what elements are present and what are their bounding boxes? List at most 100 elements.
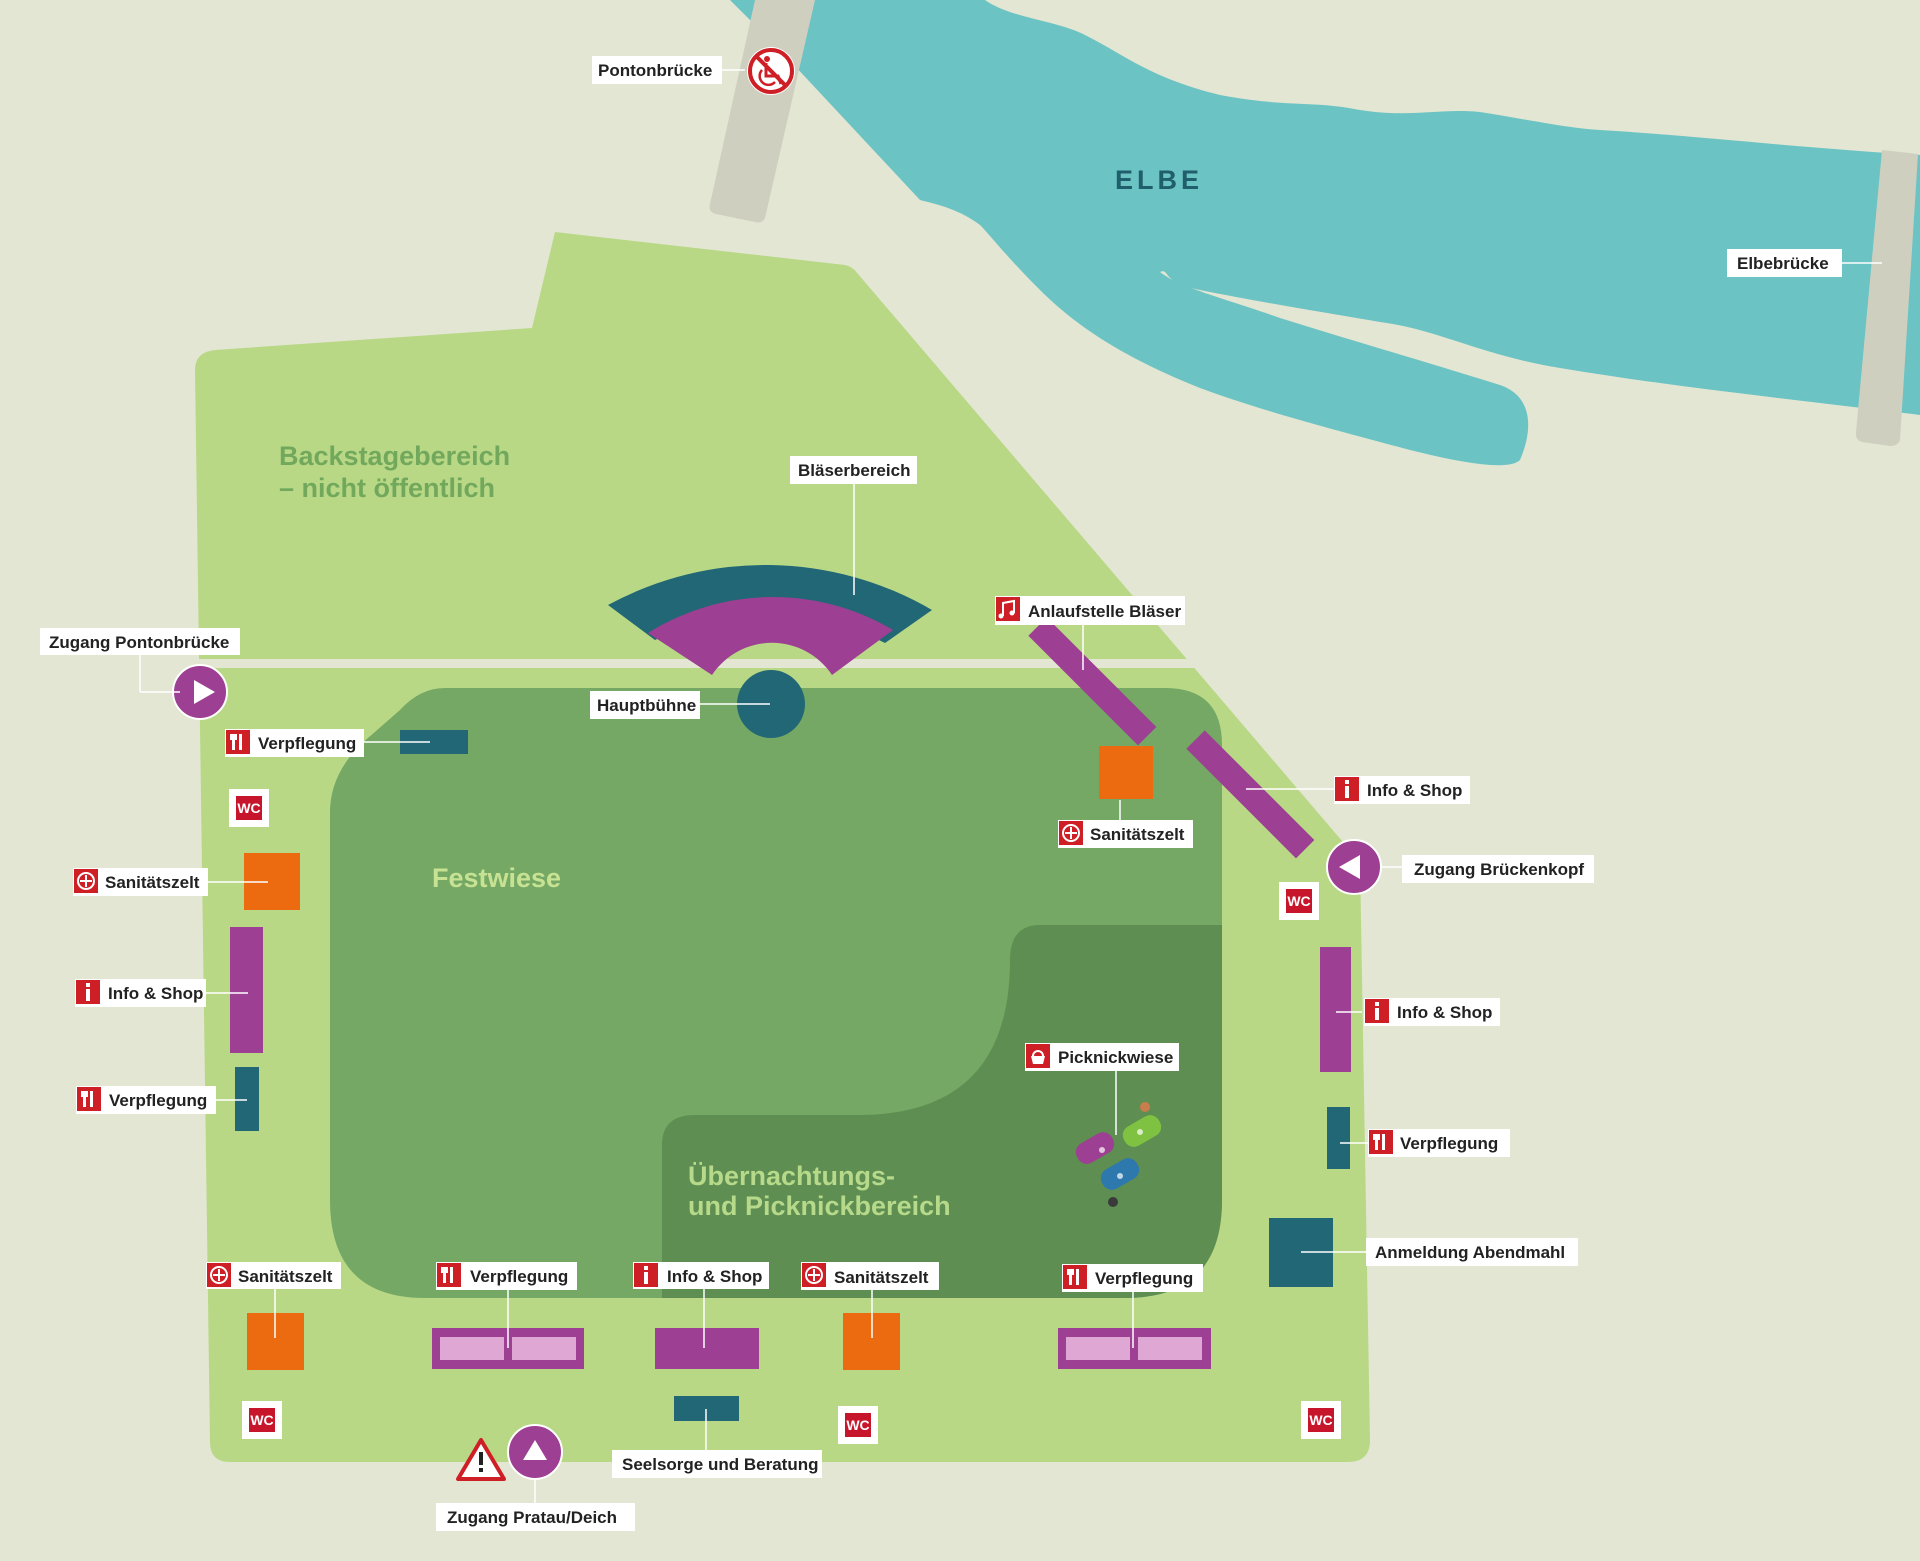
booth-info-shop-right-top[interactable]	[1186, 730, 1315, 859]
info-icon	[1375, 1002, 1379, 1020]
zugang-bruecke-text: Zugang Brückenkopf	[1414, 860, 1584, 879]
wc-text: WC	[250, 1412, 273, 1428]
sanitaet-text: Sanitätszelt	[834, 1268, 929, 1287]
label-sanitaet-left[interactable]: Sanitätszelt	[73, 868, 208, 896]
sanitaet-text: Sanitätszelt	[1090, 825, 1185, 844]
label-sanitaet-right-top[interactable]: Sanitätszelt	[1058, 820, 1193, 848]
camp-label: Übernachtungs-	[688, 1161, 895, 1191]
elbe-river	[40, 0, 1920, 466]
fork-knife-icon	[230, 734, 242, 750]
booth-info-shop-left[interactable]	[230, 927, 263, 1053]
elbe-bridge	[1855, 150, 1918, 446]
label-hauptbuehne[interactable]: Hauptbühne	[590, 691, 700, 719]
backstage-label: Backstagebereich	[279, 441, 510, 471]
backstage-label-line2: – nicht öffentlich	[279, 473, 495, 503]
label-pontonbruecke[interactable]: Pontonbrücke	[592, 56, 722, 84]
fork-knife-icon	[1067, 1269, 1079, 1285]
blaeser-area-inner	[648, 597, 893, 675]
verpflegung-text: Verpflegung	[109, 1091, 207, 1110]
booth-info-shop-right[interactable]	[1320, 947, 1351, 1072]
label-elbebruecke[interactable]: Elbebrücke	[1727, 249, 1842, 277]
booth-verpflegung-bottom-1-inner-b	[512, 1337, 576, 1360]
picknickwiese-text: Picknickwiese	[1058, 1048, 1173, 1067]
label-verpflegung-bottom-1[interactable]: Verpflegung	[436, 1262, 577, 1290]
info-icon	[644, 1266, 648, 1284]
no-wheelchair-access-icon	[747, 47, 795, 95]
info-icon	[1345, 780, 1349, 798]
pontonbruecke-text: Pontonbrücke	[598, 61, 712, 80]
river-label: ELBE	[1115, 165, 1203, 195]
booth-verpflegung-bottom-1-inner-a	[440, 1337, 504, 1360]
wc-icon[interactable]: WC	[1279, 882, 1319, 920]
sanitaet-right-top[interactable]	[1099, 746, 1153, 799]
booth-verpflegung-bottom-2-inner-b	[1138, 1337, 1202, 1360]
leader-lines	[139, 69, 1882, 1503]
fork-knife-icon	[1373, 1134, 1385, 1150]
info-shop-text: Info & Shop	[667, 1267, 762, 1286]
picnic-blankets-illustration	[1075, 1102, 1162, 1207]
label-info-shop-left[interactable]: Info & Shop	[75, 979, 206, 1007]
info-shop-text: Info & Shop	[1367, 781, 1462, 800]
wc-text: WC	[237, 800, 260, 816]
label-verpflegung-left[interactable]: Verpflegung	[76, 1086, 216, 1114]
label-verpflegung-bottom-2[interactable]: Verpflegung	[1062, 1264, 1203, 1292]
zugang-ponton-text: Zugang Pontonbrücke	[49, 633, 229, 652]
label-info-shop-bottom[interactable]: Info & Shop	[633, 1262, 769, 1289]
label-anlaufstelle[interactable]: Anlaufstelle Bläser	[995, 596, 1185, 625]
info-shop-text: Info & Shop	[1397, 1003, 1492, 1022]
verpflegung-text: Verpflegung	[1400, 1134, 1498, 1153]
label-sanitaet-bottom-left[interactable]: Sanitätszelt	[206, 1262, 341, 1289]
entrance-brueckenkopf-marker[interactable]	[1326, 839, 1382, 895]
label-zugang-brueckenkopf[interactable]: Zugang Brückenkopf	[1402, 855, 1594, 883]
verpflegung-text: Verpflegung	[258, 734, 356, 753]
entrance-pratau-marker[interactable]	[507, 1424, 563, 1480]
festwiese-label: Festwiese	[432, 863, 561, 893]
wc-icon[interactable]: WC	[242, 1401, 282, 1439]
anmeldung-text: Anmeldung Abendmahl	[1375, 1243, 1565, 1262]
wc-text: WC	[1287, 893, 1310, 909]
label-info-shop-right[interactable]: Info & Shop	[1364, 998, 1500, 1026]
anlaufstelle-text: Anlaufstelle Bläser	[1028, 602, 1181, 621]
label-zugang-ponton[interactable]: Zugang Pontonbrücke	[40, 628, 240, 655]
booth-anlaufstelle[interactable]	[1028, 617, 1157, 746]
picnic-overnight-area	[662, 925, 1222, 1298]
zugang-pratau-text: Zugang Pratau/Deich	[447, 1508, 617, 1527]
medical-cross-icon	[1062, 824, 1080, 842]
camp-label-line2: und Picknickbereich	[688, 1191, 951, 1221]
booth-verpflegung-right[interactable]	[1327, 1107, 1350, 1169]
medical-cross-icon	[77, 872, 95, 890]
sanitaet-text: Sanitätszelt	[238, 1267, 333, 1286]
booth-info-shop-bottom[interactable]	[655, 1328, 759, 1369]
main-stage[interactable]	[737, 670, 805, 738]
fork-knife-icon	[441, 1267, 453, 1283]
label-verpflegung-right[interactable]: Verpflegung	[1368, 1129, 1510, 1157]
booth-verpflegung-left[interactable]	[235, 1067, 259, 1131]
label-anmeldung-abendmahl[interactable]: Anmeldung Abendmahl	[1366, 1238, 1578, 1266]
wc-text: WC	[1309, 1412, 1332, 1428]
label-verpflegung-left-top[interactable]: Verpflegung	[225, 729, 364, 757]
label-info-shop-right-top[interactable]: Info & Shop	[1334, 776, 1470, 804]
sanitaet-text: Sanitätszelt	[105, 873, 200, 892]
wc-icon[interactable]: WC	[229, 789, 269, 827]
info-icon	[86, 983, 90, 1001]
music-note-icon	[998, 599, 1015, 619]
verpflegung-text: Verpflegung	[470, 1267, 568, 1286]
wc-icon[interactable]: WC	[1301, 1401, 1341, 1439]
medical-cross-icon	[210, 1266, 228, 1284]
label-sanitaet-bottom-mid[interactable]: Sanitätszelt	[801, 1262, 939, 1290]
label-zugang-pratau[interactable]: Zugang Pratau/Deich	[436, 1503, 635, 1531]
wc-icon[interactable]: WC	[838, 1406, 878, 1444]
seelsorge-text: Seelsorge und Beratung	[622, 1455, 818, 1474]
booth-verpflegung-bottom-2-inner-a	[1066, 1337, 1130, 1360]
entrance-ponton-marker[interactable]	[172, 664, 228, 720]
warning-triangle-icon	[456, 1438, 506, 1481]
label-seelsorge[interactable]: Seelsorge und Beratung	[612, 1450, 822, 1478]
wc-text: WC	[846, 1417, 869, 1433]
medical-cross-icon	[805, 1266, 823, 1284]
label-blaeserbereich[interactable]: Bläserbereich	[790, 456, 917, 484]
verpflegung-text: Verpflegung	[1095, 1269, 1193, 1288]
info-shop-text: Info & Shop	[108, 984, 203, 1003]
picnic-basket-icon	[1031, 1050, 1045, 1064]
label-picknickwiese[interactable]: Picknickwiese	[1025, 1043, 1179, 1071]
